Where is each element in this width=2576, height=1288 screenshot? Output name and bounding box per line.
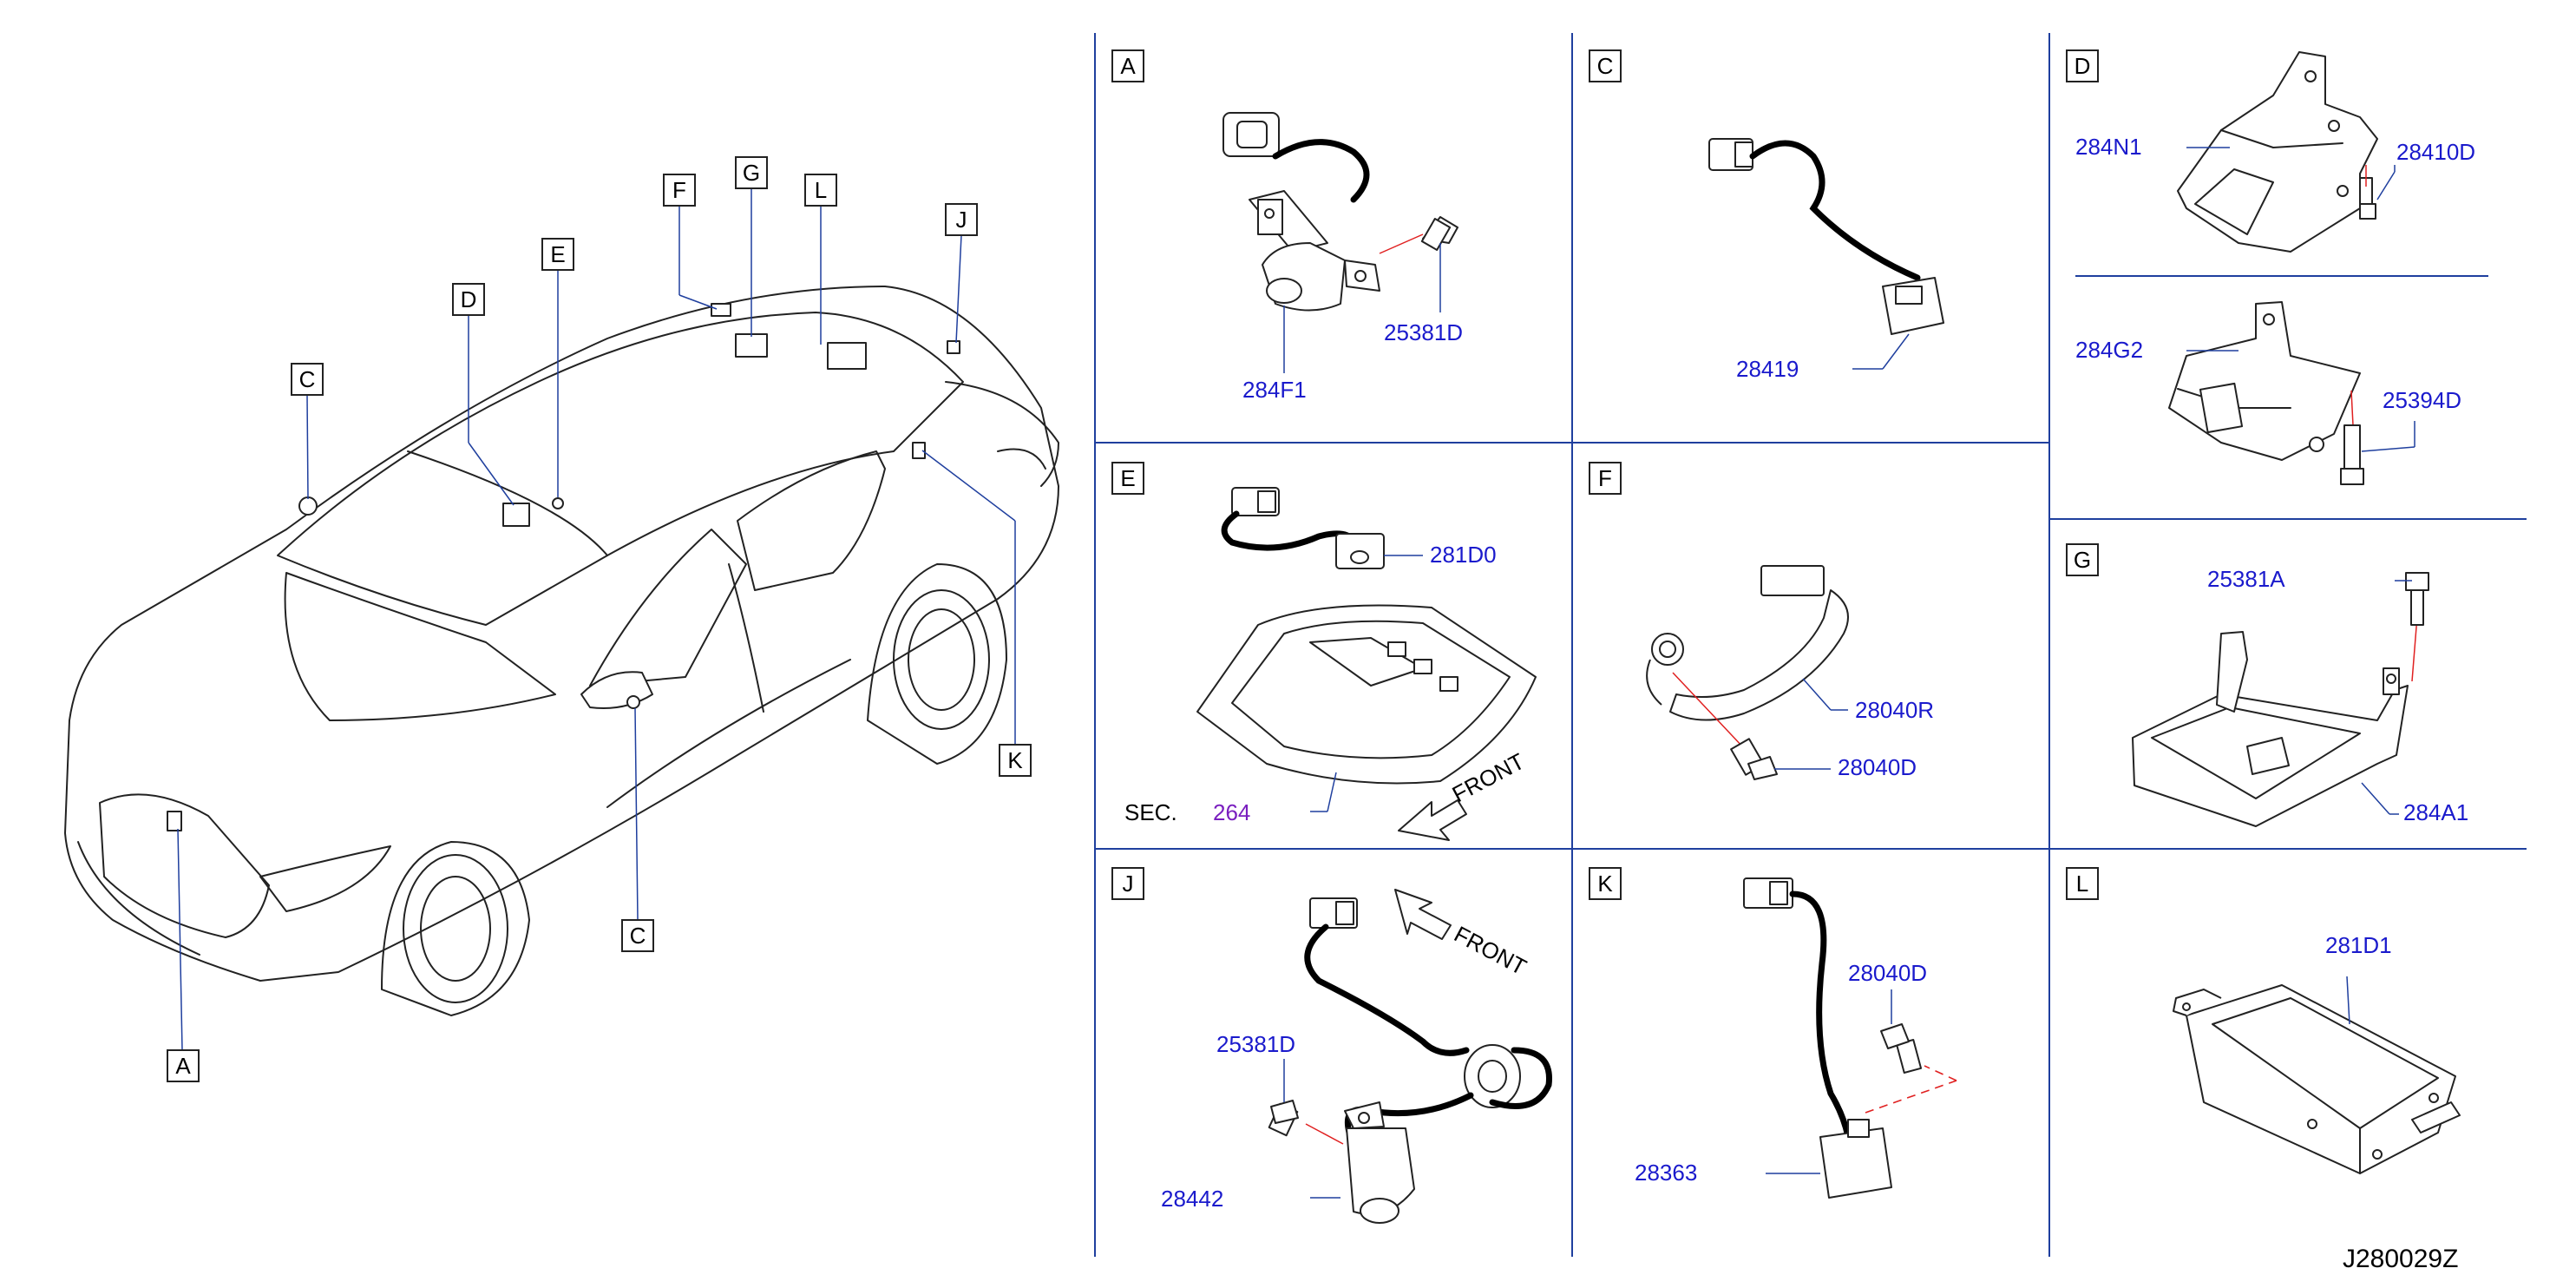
panel-f: F 28040R 28040D xyxy=(1589,462,1934,780)
section-prefix: SEC. xyxy=(1124,799,1177,825)
panel-grid xyxy=(1094,33,2527,1257)
bracket-upper-drawing xyxy=(2177,51,2378,253)
part-number: 281D1 xyxy=(2325,932,2392,958)
panel-g: G 25381A 284A1 xyxy=(2066,543,2468,827)
front-label: FRONT xyxy=(1450,921,1531,981)
callout-label: A xyxy=(175,1053,191,1079)
panel-tag: J xyxy=(1123,871,1134,897)
part-number: 28442 xyxy=(1161,1186,1223,1212)
car-callout-d[interactable]: D xyxy=(452,283,485,316)
part-number: 284F1 xyxy=(1242,377,1307,403)
callout-label: F xyxy=(672,177,686,203)
part-number: 25381A xyxy=(2207,566,2285,592)
car-callout-l[interactable]: L xyxy=(804,174,837,207)
diagram-id: J280029Z xyxy=(2343,1245,2458,1273)
harness-drawing xyxy=(1646,565,1849,780)
panel-a: A 284F1 25381D xyxy=(1111,49,1463,403)
tray-bracket-drawing xyxy=(2132,572,2429,827)
panel-tag: L xyxy=(2076,871,2088,897)
panel-j: J FRONT 25381D 28442 xyxy=(1111,867,1552,1224)
part-number: 28040R xyxy=(1855,697,1934,723)
car-callout-e[interactable]: E xyxy=(541,238,574,271)
callout-label: G xyxy=(743,160,760,186)
section-number: 264 xyxy=(1213,799,1250,825)
panel-tag: G xyxy=(2074,547,2091,573)
part-number: 284A1 xyxy=(2403,799,2468,825)
callout-label: K xyxy=(1007,747,1023,773)
panel-e: E 281D0 SEC. 264 FRONT xyxy=(1111,462,1537,841)
panel-tag-box xyxy=(1111,49,1144,82)
front-arrow xyxy=(1394,889,1452,940)
car-callout-k[interactable]: K xyxy=(999,744,1032,777)
callout-label: C xyxy=(299,366,316,392)
callout-label: J xyxy=(956,207,967,233)
panel-tag: A xyxy=(1120,53,1136,79)
car-callouts: A C C D E F G J xyxy=(167,156,1032,1082)
car-callout-j[interactable]: J xyxy=(945,203,978,236)
part-number: 28040D xyxy=(1848,960,1927,986)
map-lamp-drawing xyxy=(1196,487,1537,785)
harness-drawing xyxy=(1708,138,1944,335)
callout-label: C xyxy=(630,923,646,949)
panel-tag: C xyxy=(1597,53,1614,79)
part-number: 25381D xyxy=(1216,1031,1295,1057)
panel-tag: E xyxy=(1120,465,1135,491)
part-number: 28040D xyxy=(1838,754,1917,780)
car-callout-a[interactable]: A xyxy=(167,1049,200,1082)
car-component-marks xyxy=(167,303,960,831)
camera-harness-drawing xyxy=(1268,897,1552,1224)
part-number: 28410D xyxy=(2396,139,2475,165)
car-overview xyxy=(64,286,1059,1016)
panel-tag: F xyxy=(1598,465,1612,491)
panel-c: C 28419 xyxy=(1589,49,1944,382)
bracket-lower-drawing xyxy=(2168,301,2364,485)
front-arrow xyxy=(1398,799,1467,841)
panel-l: L 281D1 xyxy=(2066,867,2461,1174)
panel-tag: D xyxy=(2075,53,2091,79)
callout-label: E xyxy=(550,241,565,267)
harness-drawing xyxy=(1743,877,1957,1199)
part-number: 25394D xyxy=(2383,387,2461,413)
control-unit-drawing xyxy=(2173,984,2461,1174)
car-callout-f[interactable]: F xyxy=(663,174,696,207)
part-number: 28363 xyxy=(1635,1160,1697,1186)
part-number: 281D0 xyxy=(1430,542,1497,568)
part-number: 284N1 xyxy=(2075,134,2142,160)
part-number: 25381D xyxy=(1384,319,1463,345)
panel-d: D 284N1 28410D 284 xyxy=(2066,49,2475,485)
camera-assembly-drawing xyxy=(1222,112,1458,312)
callout-label: D xyxy=(461,286,477,312)
part-number: 28419 xyxy=(1736,356,1799,382)
car-callout-g[interactable]: G xyxy=(735,156,768,189)
car-callout-c[interactable]: C xyxy=(621,919,654,952)
panel-k: K 28040D 28363 xyxy=(1589,867,1957,1199)
car-callout-leaders xyxy=(177,188,1016,1051)
callout-label: L xyxy=(815,177,827,203)
car-callout-c[interactable]: C xyxy=(291,363,324,396)
panel-tag: K xyxy=(1597,871,1613,897)
part-number: 284G2 xyxy=(2075,337,2143,363)
